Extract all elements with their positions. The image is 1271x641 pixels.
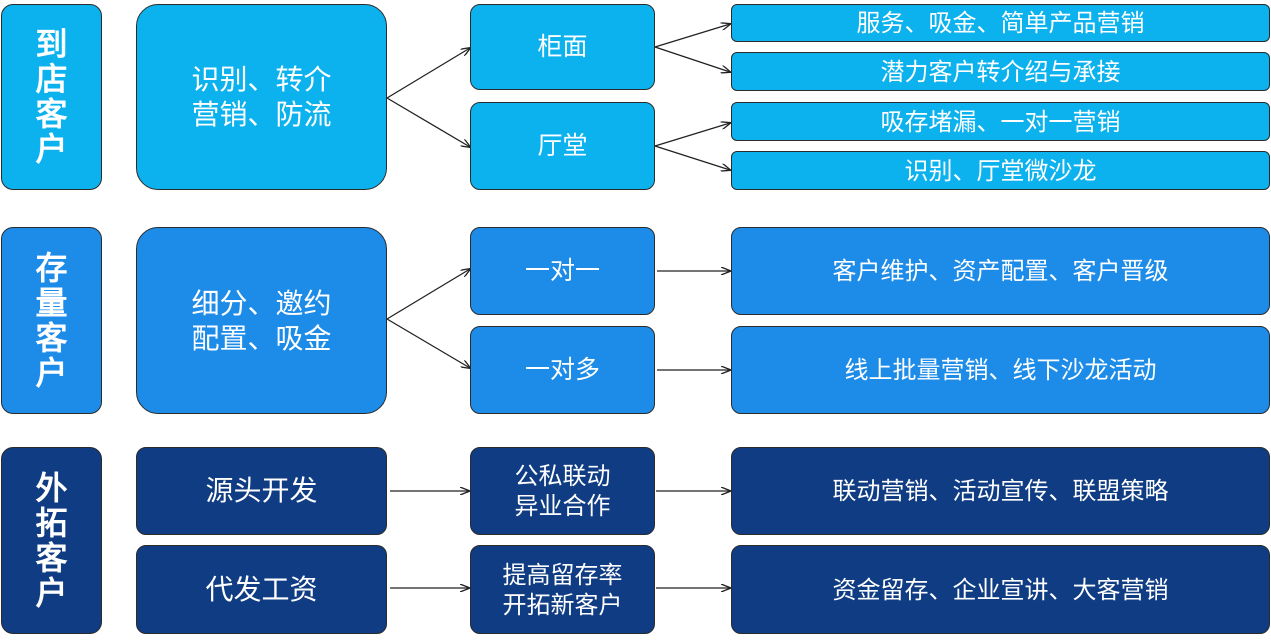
action-label: 资金留存、企业宣讲、大客营销 bbox=[832, 575, 1169, 604]
group-title-existing: 存 量 客 户 bbox=[1, 227, 102, 414]
channel-label: 柜面 bbox=[537, 32, 588, 61]
action-label: 潜力客户转介绍与承接 bbox=[880, 57, 1121, 86]
channel-label: 一对多 bbox=[524, 355, 600, 384]
main-box-label: 识别、转介 营销、防流 bbox=[191, 63, 332, 131]
source-label: 代发工资 bbox=[205, 572, 318, 606]
action-hall-2: 识别、厅堂微沙龙 bbox=[731, 151, 1270, 190]
group-title-label: 到 店 客 户 bbox=[35, 25, 68, 168]
method-box-1: 公私联动 异业合作 bbox=[470, 447, 655, 535]
method-label: 提高留存率 开拓新客户 bbox=[502, 560, 623, 619]
channel-hall: 厅堂 bbox=[470, 102, 655, 190]
source-box-2: 代发工资 bbox=[136, 545, 387, 634]
action-one-on-one: 客户维护、资产配置、客户晋级 bbox=[731, 227, 1270, 315]
source-box-1: 源头开发 bbox=[136, 447, 387, 535]
arrow-hall-to-action1 bbox=[654, 123, 730, 147]
action-one-to-many: 线上批量营销、线下沙龙活动 bbox=[731, 326, 1270, 414]
channel-counter: 柜面 bbox=[470, 4, 655, 90]
arrow-main1-to-counter bbox=[386, 48, 470, 99]
channel-one-on-one: 一对一 bbox=[470, 227, 655, 315]
action-label: 联动营销、活动宣传、联盟策略 bbox=[832, 477, 1169, 505]
group-title-outreach: 外 拓 客 户 bbox=[1, 447, 102, 634]
main-box-walk-in: 识别、转介 营销、防流 bbox=[136, 4, 387, 190]
action-label: 识别、厅堂微沙龙 bbox=[904, 156, 1097, 185]
channel-one-to-many: 一对多 bbox=[470, 326, 655, 414]
group-title-walk-in: 到 店 客 户 bbox=[1, 4, 102, 190]
channel-label: 厅堂 bbox=[537, 131, 588, 160]
action-counter-2: 潜力客户转介绍与承接 bbox=[731, 52, 1270, 91]
arrow-main1-to-hall bbox=[386, 97, 470, 147]
action-counter-1: 服务、吸金、简单产品营销 bbox=[731, 4, 1270, 42]
action-label: 线上批量营销、线下沙龙活动 bbox=[844, 356, 1157, 384]
action-outreach-1: 联动营销、活动宣传、联盟策略 bbox=[731, 447, 1270, 535]
action-label: 吸存堵漏、一对一营销 bbox=[880, 107, 1121, 136]
action-label: 服务、吸金、简单产品营销 bbox=[856, 9, 1145, 37]
group-title-label: 存 量 客 户 bbox=[35, 248, 68, 392]
arrow-main2-to-one-to-many bbox=[386, 318, 470, 368]
arrow-counter-to-action1 bbox=[654, 24, 730, 48]
action-hall-1: 吸存堵漏、一对一营销 bbox=[731, 102, 1270, 141]
method-box-2: 提高留存率 开拓新客户 bbox=[470, 545, 655, 634]
main-box-existing: 细分、邀约 配置、吸金 bbox=[136, 227, 387, 414]
action-label: 客户维护、资产配置、客户晋级 bbox=[832, 257, 1169, 285]
arrow-hall-to-action2 bbox=[654, 145, 730, 170]
group-title-label: 外 拓 客 户 bbox=[35, 468, 68, 612]
arrow-main2-to-one-on-one bbox=[386, 269, 470, 320]
arrow-counter-to-action2 bbox=[654, 46, 730, 72]
method-label: 公私联动 异业合作 bbox=[514, 462, 611, 520]
channel-label: 一对一 bbox=[524, 256, 600, 285]
main-box-label: 细分、邀约 配置、吸金 bbox=[191, 286, 332, 355]
action-outreach-2: 资金留存、企业宣讲、大客营销 bbox=[731, 545, 1270, 634]
source-label: 源头开发 bbox=[205, 474, 318, 507]
